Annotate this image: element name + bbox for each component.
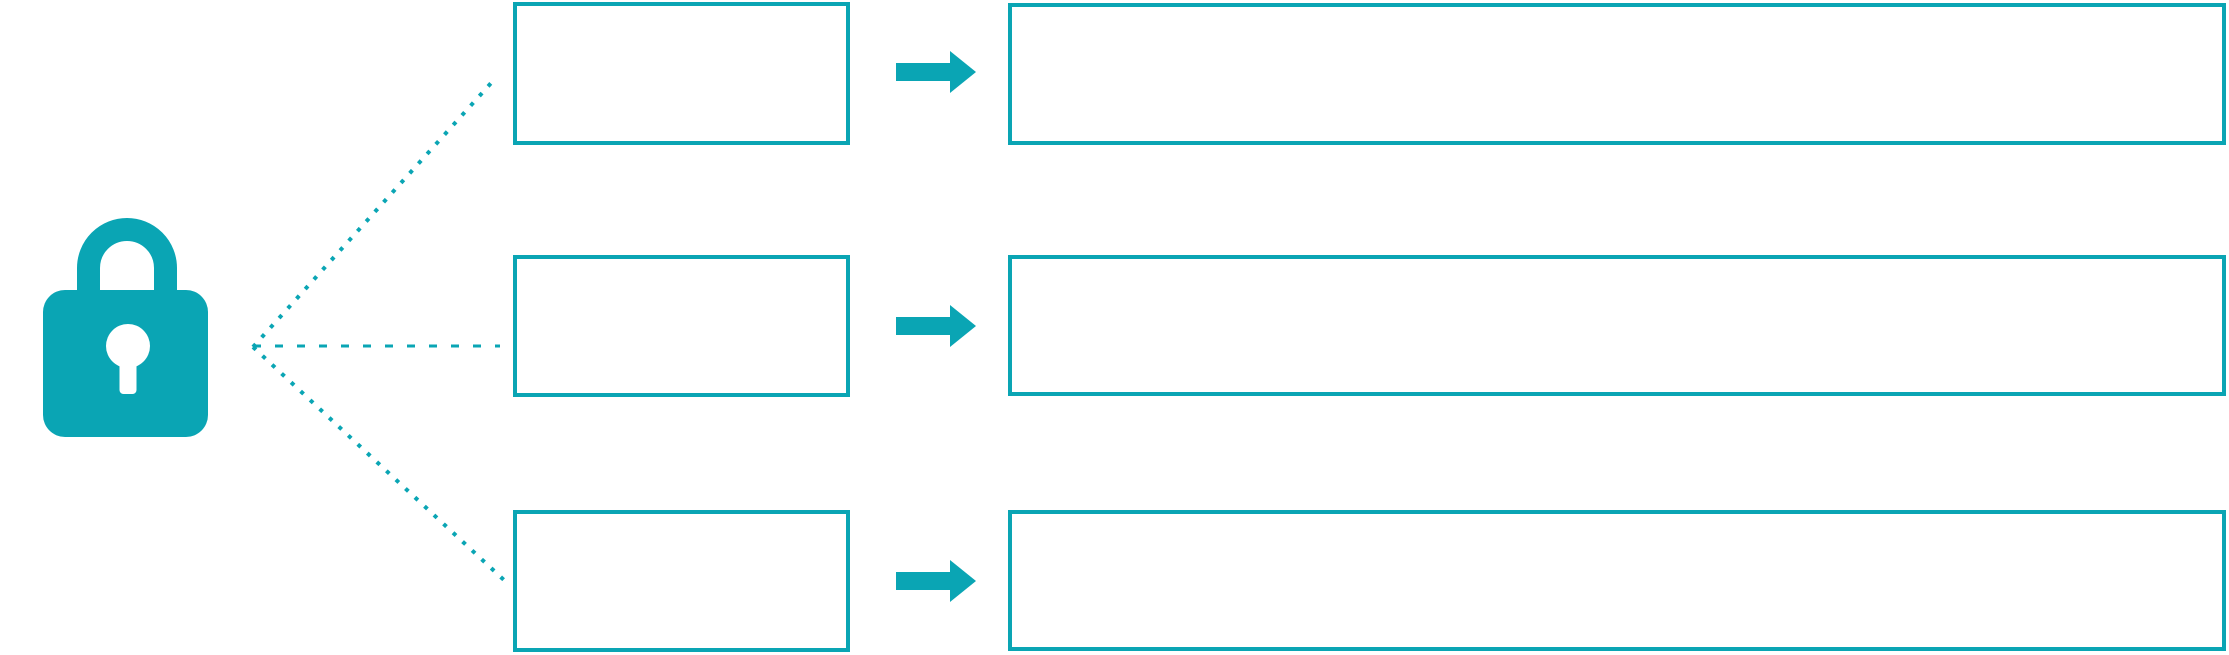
- definition-box: [1008, 510, 2226, 651]
- term-box: [513, 2, 850, 145]
- dotted-line-top: [251, 80, 494, 349]
- term-box: [513, 510, 850, 652]
- dotted-line-bottom: [251, 345, 507, 583]
- arrow-right-icon: [896, 560, 976, 602]
- definition-box: [1008, 255, 2226, 396]
- arrow-right-icon: [896, 305, 976, 347]
- term-box: [513, 255, 850, 397]
- arrow-right-icon: [896, 51, 976, 93]
- definition-box: [1008, 3, 2226, 145]
- lock-icon: [43, 218, 208, 437]
